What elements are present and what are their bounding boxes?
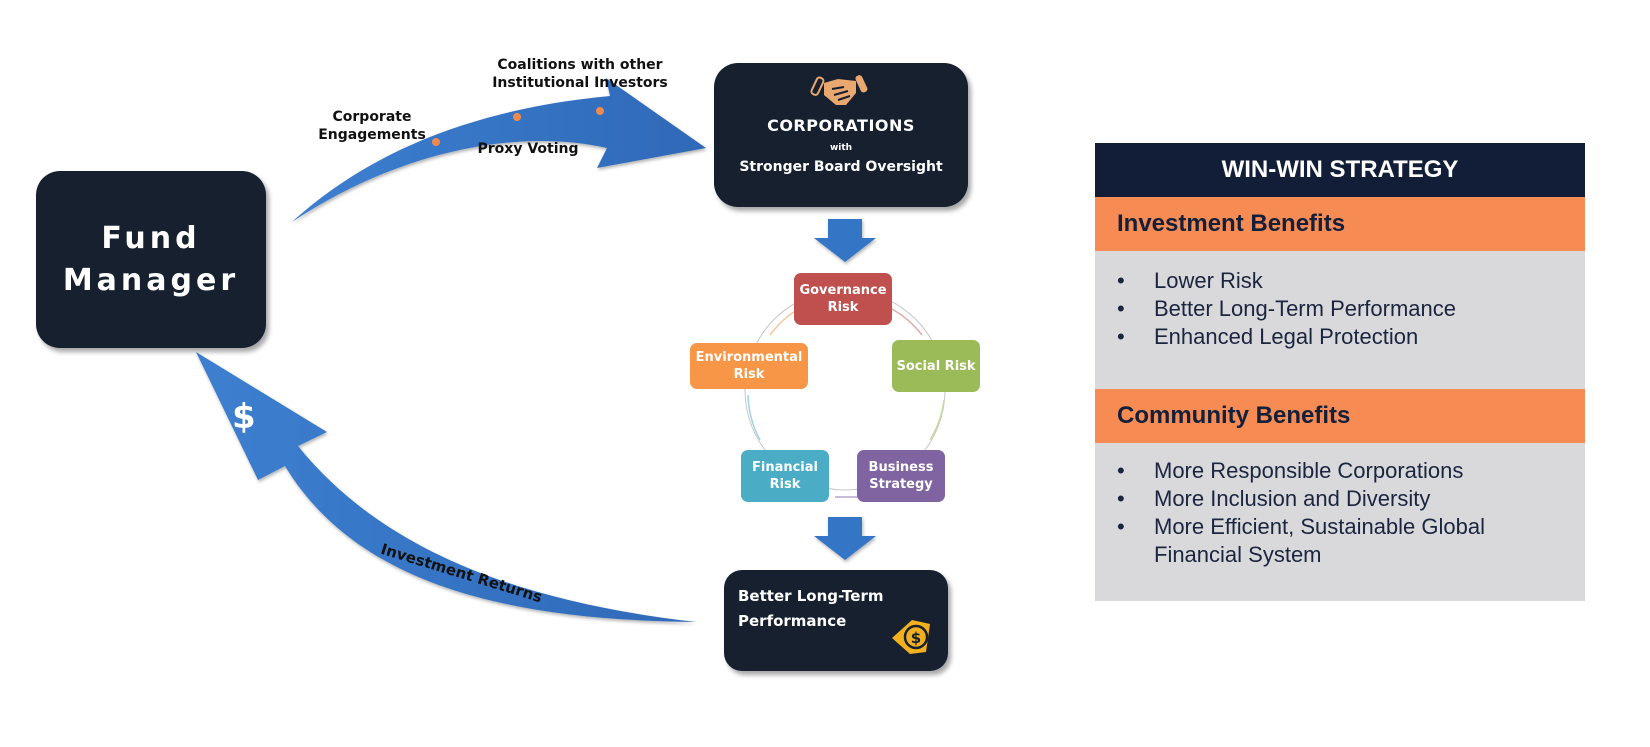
investment-benefits-list: Lower Risk Better Long-Term Performance … bbox=[1095, 267, 1585, 351]
panel-title: WIN-WIN STRATEGY bbox=[1095, 143, 1585, 197]
risk-line: Social Risk bbox=[896, 358, 976, 374]
coalitions-label: Coalitions with other Institutional Inve… bbox=[480, 56, 680, 92]
list-item: Enhanced Legal Protection bbox=[1095, 323, 1585, 351]
proxy-voting-label: Proxy Voting bbox=[477, 141, 579, 157]
corporations-connector: with bbox=[829, 143, 853, 153]
section-heading-investment: Investment Benefits bbox=[1095, 197, 1585, 251]
risk-line: Risk bbox=[769, 477, 801, 492]
label-line: Institutional Investors bbox=[492, 75, 668, 91]
step-dot bbox=[596, 107, 604, 115]
risk-line: Environmental bbox=[695, 350, 803, 365]
return-arrow bbox=[196, 352, 696, 622]
community-benefits-list-container: More Responsible Corporations More Inclu… bbox=[1095, 443, 1585, 601]
risk-line: Risk bbox=[733, 367, 765, 382]
list-item: Better Long-Term Performance bbox=[1095, 295, 1585, 323]
section-heading-community: Community Benefits bbox=[1095, 389, 1585, 443]
corporate-engagements-label: Corporate Engagements bbox=[312, 108, 432, 144]
corporations-subtitle: Stronger Board Oversight bbox=[739, 159, 943, 175]
performance-line2: Performance bbox=[738, 612, 847, 630]
handshake-icon bbox=[810, 75, 868, 105]
label-line: Engagements bbox=[318, 127, 426, 143]
community-benefits-list: More Responsible Corporations More Inclu… bbox=[1095, 457, 1585, 569]
list-item: More Inclusion and Diversity bbox=[1095, 485, 1585, 513]
corporations-box: CORPORATIONS with Stronger Board Oversig… bbox=[714, 63, 968, 207]
risk-line: Governance bbox=[799, 283, 887, 298]
list-item: More Responsible Corporations bbox=[1095, 457, 1585, 485]
svg-text:$: $ bbox=[911, 629, 921, 647]
fund-manager-box: Fund Manager bbox=[36, 171, 266, 348]
investment-benefits-list-container: Lower Risk Better Long-Term Performance … bbox=[1095, 251, 1585, 389]
dollar-sign-icon: $ bbox=[232, 397, 256, 437]
risk-line: Business bbox=[868, 460, 934, 475]
fund-manager-line1: Fund bbox=[101, 220, 201, 256]
social-risk-box: Social Risk bbox=[892, 340, 980, 392]
win-win-strategy-panel: WIN-WIN STRATEGY Investment Benefits Low… bbox=[1095, 143, 1585, 601]
performance-box: Better Long-Term Performance $ bbox=[724, 570, 948, 671]
list-item: Lower Risk bbox=[1095, 267, 1585, 295]
corporations-title: CORPORATIONS bbox=[767, 116, 915, 135]
step-dot bbox=[513, 113, 521, 121]
list-item: More Efficient, Sustainable Global Finan… bbox=[1095, 513, 1585, 569]
risk-line: Risk bbox=[827, 300, 859, 315]
fund-manager-line2: Manager bbox=[62, 262, 240, 298]
money-dollar-icon: $ bbox=[892, 620, 930, 654]
performance-line1: Better Long-Term bbox=[738, 587, 884, 605]
label-line: Coalitions with other bbox=[497, 57, 663, 73]
down-arrow-icon bbox=[814, 517, 876, 560]
step-dot bbox=[432, 138, 440, 146]
label-line: Corporate bbox=[332, 109, 412, 125]
risk-line: Financial bbox=[751, 460, 818, 475]
risk-line: Strategy bbox=[869, 477, 933, 492]
down-arrow-icon bbox=[814, 219, 876, 262]
